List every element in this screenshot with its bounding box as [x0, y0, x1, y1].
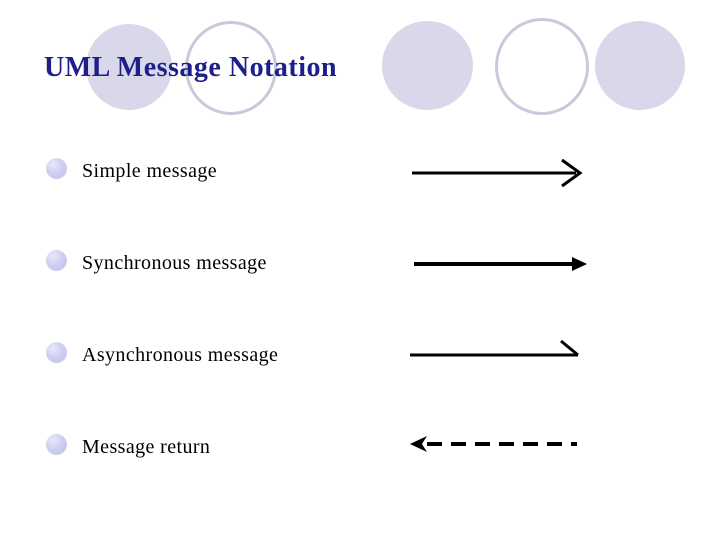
- bullet-circle-icon: [46, 342, 67, 363]
- filled-arrowhead-right-icon: [414, 257, 587, 271]
- half-arrowhead-right-icon: [410, 339, 579, 357]
- decor-circle-filled-icon: [595, 21, 685, 110]
- slide-title: UML Message Notation: [44, 52, 338, 83]
- bullet-circle-icon: [46, 250, 67, 271]
- decor-circle-outlined-icon: [185, 21, 277, 115]
- open-arrowhead-right-icon: [412, 158, 583, 188]
- list-item: Synchronous message: [0, 247, 720, 293]
- decor-circle-filled-icon: [86, 24, 172, 110]
- bullet-circle-icon: [46, 158, 67, 179]
- decor-circle-outlined-icon: [495, 18, 589, 115]
- dashed-left-arrow-icon: [410, 436, 577, 452]
- item-label: Asynchronous message: [82, 344, 279, 366]
- item-label: Message return: [82, 436, 211, 458]
- item-label: Simple message: [82, 160, 218, 182]
- item-label: Synchronous message: [82, 252, 267, 274]
- bullet-circle-icon: [46, 434, 67, 455]
- list-item: Asynchronous message: [0, 339, 720, 385]
- list-item: Message return: [0, 431, 720, 477]
- list-item: Simple message: [0, 155, 720, 201]
- decor-circle-filled-icon: [382, 21, 473, 110]
